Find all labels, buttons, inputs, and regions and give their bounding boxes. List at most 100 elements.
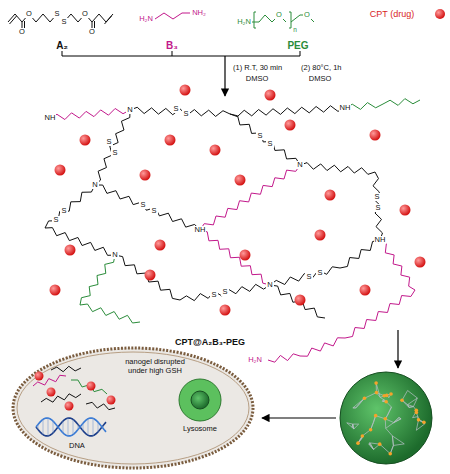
atom-label: S <box>373 193 380 201</box>
atom-label: H₂N <box>138 15 154 23</box>
mesh-line <box>353 398 365 408</box>
atom-label: n <box>292 27 298 34</box>
polymer-chain <box>45 185 115 255</box>
mesh-line <box>399 418 401 419</box>
mesh-line <box>364 393 376 399</box>
polymer-chain <box>95 110 130 185</box>
mesh-line <box>394 418 399 423</box>
nanogel-sphere <box>340 372 432 464</box>
drug-dot <box>165 135 176 146</box>
mesh-line <box>408 405 409 408</box>
mesh-line <box>353 424 354 429</box>
atom-label: S <box>53 10 60 18</box>
atom-label: O <box>81 10 89 18</box>
drug-dot <box>374 381 378 385</box>
dna-rung <box>48 418 49 436</box>
atom-label: S <box>266 140 273 148</box>
polymer-fragment <box>51 366 81 371</box>
drug-dot <box>385 394 389 398</box>
mesh-line <box>408 391 418 399</box>
mesh-line <box>408 398 418 405</box>
mesh-line <box>387 407 391 415</box>
drug-dot <box>383 417 387 421</box>
process-arrow <box>262 417 336 418</box>
drug-dot <box>140 170 151 181</box>
atom-label: O <box>275 11 283 19</box>
dna-rung <box>63 421 64 433</box>
atom-label: S <box>256 132 263 140</box>
drug-dot <box>35 372 44 381</box>
condition-text: (1) R.T, 30 min <box>232 64 283 72</box>
dna-rung <box>93 418 94 435</box>
drug-dot <box>388 452 392 456</box>
atom-label: NH <box>44 114 57 122</box>
drug-dot <box>374 414 378 418</box>
mesh-line <box>354 424 359 429</box>
drug-dot <box>315 230 326 241</box>
atom-label: S <box>105 138 112 146</box>
compound-label: PEG <box>286 41 309 51</box>
bond-line <box>92 21 95 28</box>
bond-line <box>105 16 112 24</box>
drug-dot <box>384 400 388 404</box>
drug-dot <box>415 411 419 415</box>
atom-label: N <box>266 281 273 289</box>
atom-label: NH <box>339 104 352 112</box>
dna-rung <box>53 421 54 433</box>
polymer-fragment <box>71 380 107 394</box>
drug-dot <box>235 175 246 186</box>
drug-dot <box>107 396 116 405</box>
mesh-line <box>386 428 393 436</box>
mesh-line <box>386 423 394 429</box>
atom-label: S <box>60 18 67 26</box>
mesh-line <box>409 406 413 408</box>
drug-dot <box>400 398 404 402</box>
mesh-line <box>356 398 365 408</box>
condition-text: (2) 80°C, 1h <box>300 64 343 72</box>
drug-dot <box>361 434 365 438</box>
compound-label: A₂ <box>55 41 69 51</box>
polymer-chain <box>345 99 420 110</box>
drug-dot <box>435 9 445 19</box>
mesh-line <box>376 383 380 397</box>
polymer-chain <box>300 163 382 240</box>
atom-label: S <box>305 273 312 281</box>
atom-label: S <box>210 291 217 299</box>
atom-label: NH₂ <box>191 9 207 17</box>
atom-label: NH <box>374 236 387 244</box>
drug-dot <box>370 130 381 141</box>
atom-label: N <box>126 106 133 114</box>
mesh-line <box>392 436 404 444</box>
drug-dot <box>422 420 426 424</box>
compound-label: B₃ <box>165 41 179 51</box>
drug-dot <box>265 90 276 101</box>
mesh-line <box>369 444 374 450</box>
atom-label: S <box>316 269 323 277</box>
part-label: Lysosome <box>183 425 217 434</box>
atom-label: S <box>52 216 59 224</box>
drug-dot <box>285 120 296 131</box>
drug-dot <box>65 402 74 411</box>
atom-label: S <box>111 149 118 157</box>
atom-label: O <box>303 11 311 19</box>
product-label: CPT@A₂B₃-PEG <box>174 338 246 347</box>
cell-ellipse: nanogel disrupted under high GSHDNALysos… <box>11 346 255 470</box>
drug-dot <box>363 396 367 400</box>
drug-dot <box>295 295 306 306</box>
drug-dot <box>375 391 379 395</box>
dna-helix <box>36 418 106 436</box>
dna-rung <box>78 424 79 429</box>
drug-dot <box>65 245 76 256</box>
bond-line <box>155 13 190 19</box>
reaction-bracket <box>62 51 300 56</box>
condition-text: DMSO <box>308 75 333 83</box>
drug-dot <box>400 205 411 216</box>
polymer-chain <box>115 255 270 301</box>
polymer-chain <box>270 240 380 285</box>
atom-label: S <box>374 204 381 212</box>
mesh-line <box>369 444 374 450</box>
drug-dot <box>415 257 426 268</box>
bond-line <box>22 21 25 28</box>
dna-rung <box>38 424 39 429</box>
atom-label: O <box>88 28 96 36</box>
